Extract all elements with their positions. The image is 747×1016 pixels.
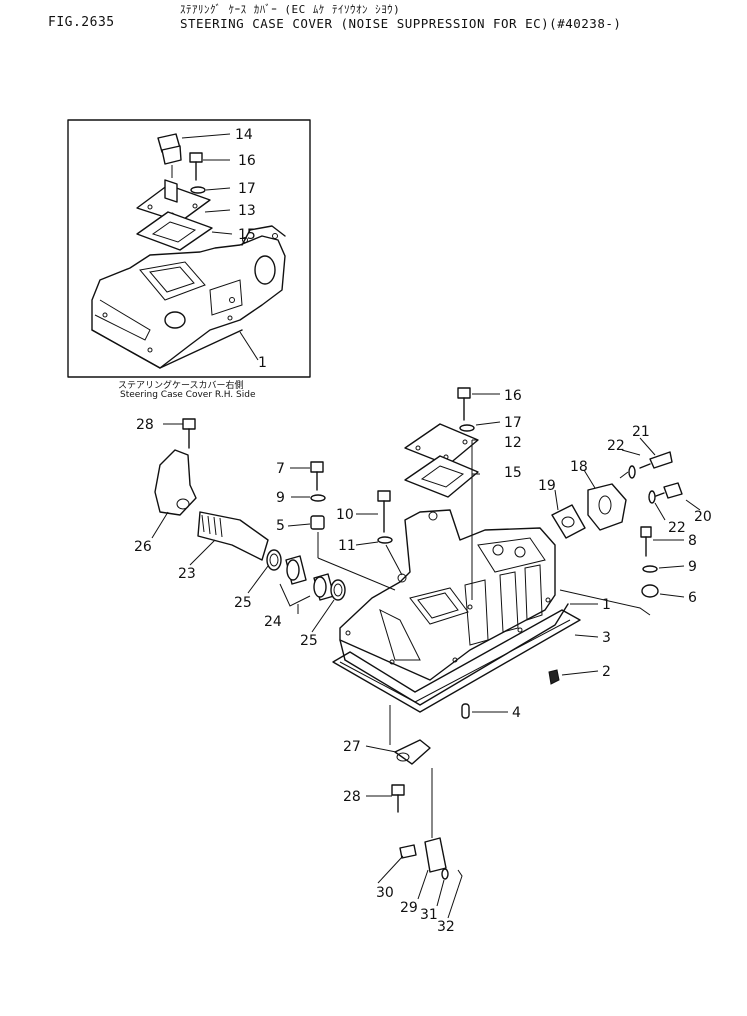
callout-20: 20: [694, 509, 712, 525]
callout-29: 29: [400, 900, 418, 916]
callout-13: 13: [238, 203, 256, 219]
bolt-part-8: [640, 526, 652, 538]
bracket-part-18: [587, 483, 627, 531]
callout-11: 11: [338, 538, 356, 554]
callout-25b: 25: [300, 633, 318, 649]
washer-part-22b: [648, 490, 656, 504]
case-body-part-1: [339, 509, 556, 681]
callout-7: 7: [276, 461, 285, 477]
callout-22: 22: [607, 438, 625, 454]
pin-part-4: [461, 703, 470, 719]
inset-caption-japanese: ステアリングケースカバー右側: [118, 381, 244, 391]
callout-28b: 28: [343, 789, 361, 805]
callout-15: 15: [238, 227, 256, 243]
washer-part-17: [190, 186, 206, 194]
bolt-part-21: [649, 451, 673, 469]
subtitle-japanese: ｽﾃｱﾘﾝｸﾞ ｹｰｽ ｶﾊﾞｰ (EC ﾑｹ ﾃｲｿｳｵﾝ ｼﾖｳ): [180, 3, 401, 16]
callout-9b: 9: [276, 490, 285, 506]
gasket-part-15: [404, 455, 479, 498]
gasket-part-19: [551, 504, 586, 539]
figure-number: FIG.2635: [48, 15, 115, 30]
callout-25: 25: [234, 595, 252, 611]
callout-24: 24: [264, 614, 282, 630]
callout-1: 1: [602, 597, 611, 613]
lever-part-26: [154, 449, 197, 516]
inset-callouts: 14 16 17 13 15 1: [235, 127, 267, 371]
callout-22b: 22: [668, 520, 686, 536]
callout-6: 6: [688, 590, 697, 606]
callout-12: 12: [504, 435, 522, 451]
callout-32: 32: [437, 919, 455, 935]
inset-caption: Steering Case Cover R.H. Side: [120, 390, 256, 400]
washer-part-9: [310, 494, 326, 502]
bolt-part-28b: [391, 784, 405, 796]
plug-part-2: [548, 669, 560, 685]
inset-drawing: [91, 133, 286, 369]
bolt-part-20: [663, 482, 683, 499]
callout-19: 19: [538, 478, 556, 494]
callout-16: 16: [504, 388, 522, 404]
callout-17: 17: [238, 181, 256, 197]
callout-23: 23: [178, 566, 196, 582]
main-drawing: [154, 387, 683, 889]
bolt-part-7: [310, 461, 324, 473]
nut-part-6: [641, 584, 659, 598]
bolt-part-28: [182, 418, 196, 430]
gasket-part-15: [136, 211, 213, 251]
callout-28: 28: [136, 417, 154, 433]
diagram-title: STEERING CASE COVER (NOISE SUPPRESSION F…: [180, 16, 622, 31]
callout-27: 27: [343, 739, 361, 755]
callout-18: 18: [570, 459, 588, 475]
shaft-part-23: [197, 511, 269, 561]
inset-frame: [67, 119, 311, 378]
callout-4: 4: [512, 705, 521, 721]
callout-16: 16: [238, 153, 256, 169]
washer-part-9b: [642, 565, 658, 573]
washer-part-11: [377, 536, 393, 544]
seal-part-25: [266, 549, 282, 571]
washer-part-31: [441, 868, 449, 880]
callout-31: 31: [420, 907, 438, 923]
bolt-part-16: [189, 152, 203, 163]
main-callouts: 16 17 12 15 21 22 18 19 20 22 8 9 6 1 3 …: [134, 388, 712, 935]
callout-8: 8: [688, 533, 697, 549]
washer-part-17: [459, 424, 475, 432]
callout-21: 21: [632, 424, 650, 440]
pin-part-32: [457, 869, 463, 889]
callout-9: 9: [688, 559, 697, 575]
seal-part-25b: [330, 579, 346, 601]
bolt-part-10: [377, 490, 391, 502]
callout-2: 2: [602, 664, 611, 680]
callout-26: 26: [134, 539, 152, 555]
callout-10: 10: [336, 507, 354, 523]
main-leaders: [151, 393, 701, 919]
washer-part-22: [628, 465, 636, 479]
case-body-part-1: [91, 235, 286, 369]
callout-1: 1: [258, 355, 267, 371]
bolt-part-16: [457, 387, 471, 399]
callout-3: 3: [602, 630, 611, 646]
collar-part-5: [310, 515, 325, 530]
callout-17: 17: [504, 415, 522, 431]
bolt-part-30: [399, 844, 417, 859]
gasket-part-3: [332, 609, 581, 713]
callout-30: 30: [376, 885, 394, 901]
callout-15: 15: [504, 465, 522, 481]
callout-5: 5: [276, 518, 285, 534]
inset-leaders: [181, 133, 259, 361]
block-part-29: [424, 837, 447, 873]
callout-14: 14: [235, 127, 253, 143]
